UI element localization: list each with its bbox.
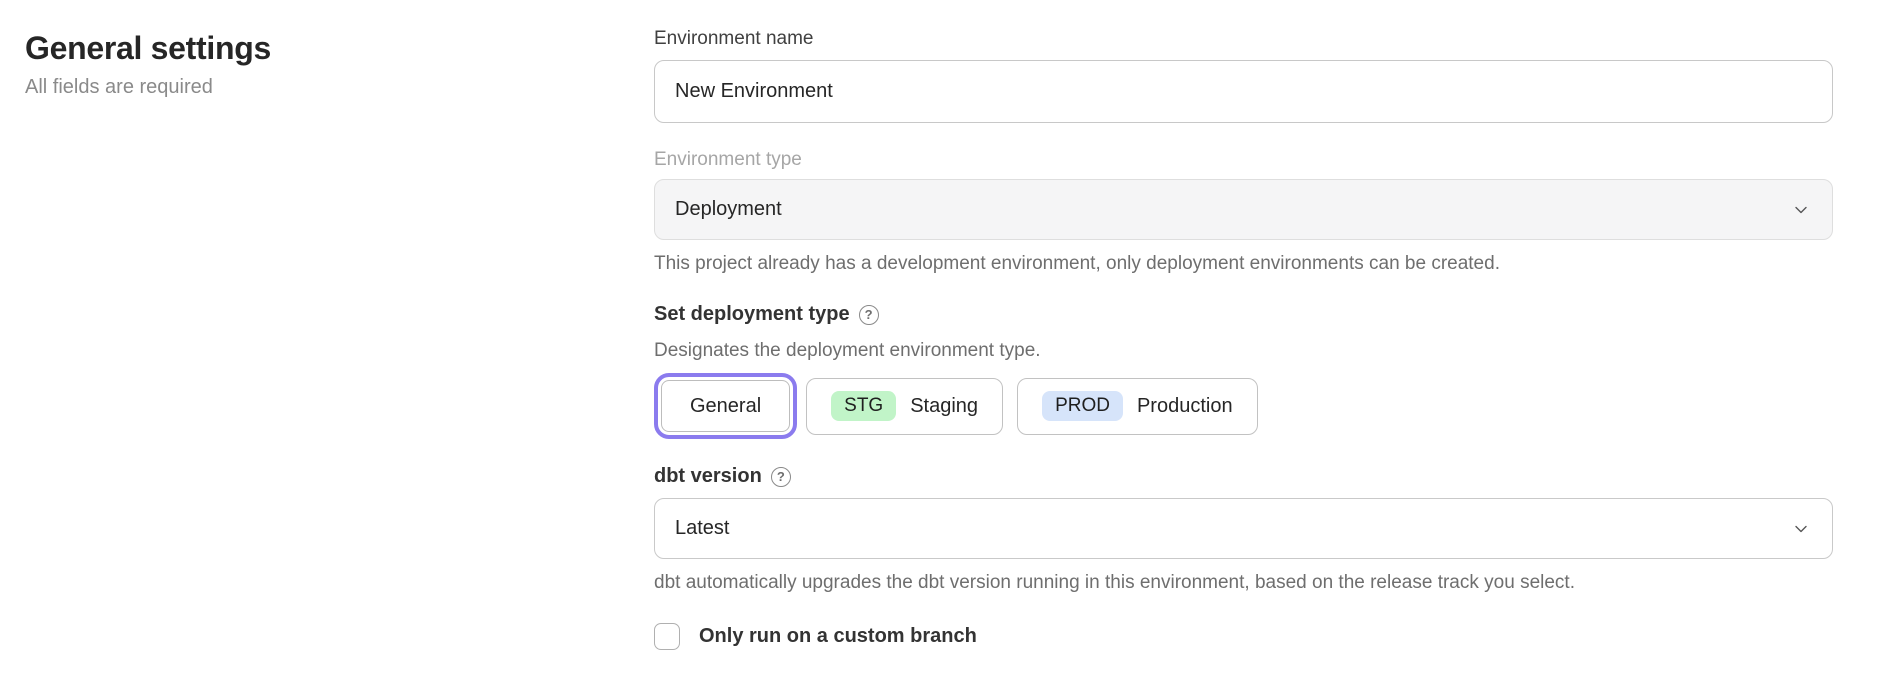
general-settings-page: General settings All fields are required… (0, 0, 1833, 650)
production-badge: PROD (1042, 391, 1123, 421)
environment-type-helper: This project already has a development e… (654, 253, 1500, 274)
help-icon[interactable]: ? (770, 466, 791, 487)
help-icon[interactable]: ? (858, 304, 879, 325)
environment-name-input[interactable] (654, 60, 1833, 123)
selected-option-ring: General (654, 373, 798, 439)
deployment-type-general-button[interactable]: General (661, 380, 791, 432)
dbt-version-label: dbt version ? (654, 463, 1833, 490)
deployment-type-staging-button[interactable]: STG Staging (806, 377, 1004, 435)
deployment-type-label: Set deployment type ? (654, 301, 1833, 328)
chevron-down-icon (1795, 525, 1807, 532)
custom-branch-checkbox[interactable] (654, 623, 680, 650)
dbt-version-value: Latest (675, 517, 730, 539)
page-title: General settings (25, 30, 271, 66)
section-intro: General settings All fields are required (0, 0, 654, 650)
deployment-type-description: Designates the deployment environment ty… (654, 340, 1041, 361)
custom-branch-label: Only run on a custom branch (699, 625, 977, 647)
chevron-down-icon (1795, 206, 1807, 213)
environment-type-value: Deployment (675, 198, 782, 220)
dbt-version-select[interactable]: Latest (654, 498, 1833, 559)
page-subtitle: All fields are required (25, 76, 213, 98)
deployment-type-production-button[interactable]: PROD Production (1017, 377, 1258, 435)
deployment-type-label-text: Set deployment type (654, 303, 850, 325)
production-button-label: Production (1136, 394, 1233, 417)
settings-form: Environment name Environment type Deploy… (654, 0, 1833, 650)
custom-branch-row: Only run on a custom branch (654, 623, 1833, 650)
staging-badge: STG (831, 391, 897, 421)
dbt-version-label-text: dbt version (654, 465, 762, 487)
deployment-type-options: General STG Staging PROD Production (654, 373, 1833, 439)
environment-name-label: Environment name (654, 28, 814, 49)
dbt-version-helper: dbt automatically upgrades the dbt versi… (654, 572, 1575, 593)
general-button-label: General (690, 394, 762, 417)
staging-button-label: Staging (910, 394, 979, 417)
environment-type-label: Environment type (654, 149, 802, 170)
environment-type-select: Deployment (654, 179, 1833, 240)
